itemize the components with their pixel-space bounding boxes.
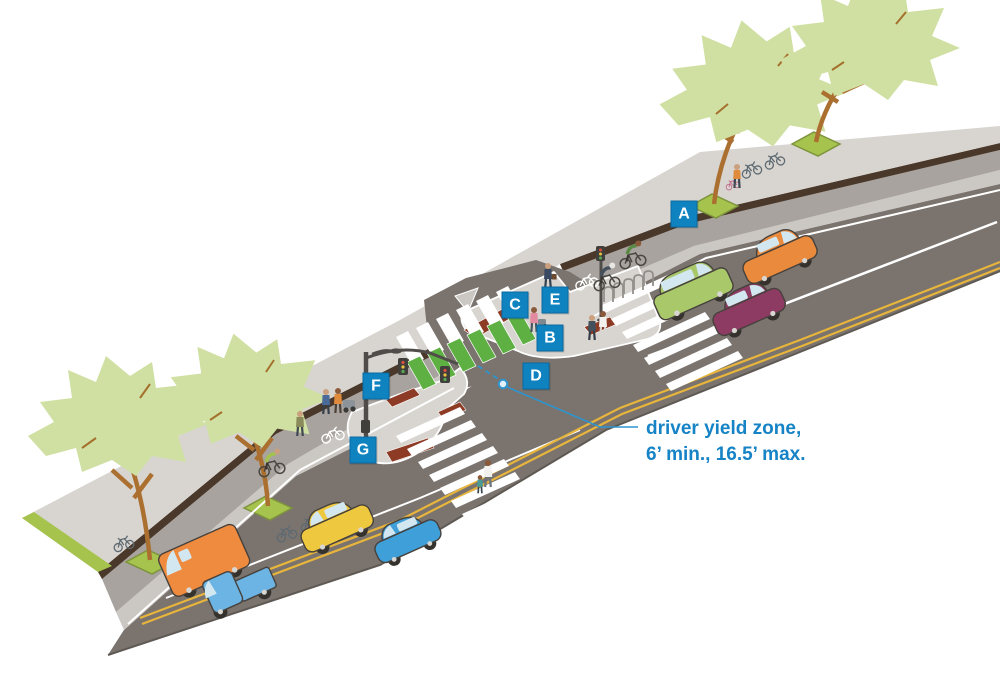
median-nose [454, 287, 479, 313]
callout-F: F [362, 372, 390, 400]
car-purple [712, 282, 786, 338]
road-near-edge [107, 270, 1000, 656]
tree-planters [124, 131, 842, 575]
tree [159, 333, 331, 507]
yield-zone-leader [477, 365, 638, 428]
pedestrian [296, 411, 304, 437]
pedestrians-with-cargo-bike [322, 388, 356, 415]
bike-lane-right [563, 150, 1000, 297]
cyclist [258, 448, 286, 478]
grass-edge [22, 512, 112, 572]
car-blue [374, 516, 442, 566]
cyclist [619, 240, 647, 270]
crosswalk-right [600, 273, 743, 391]
callout-C: C [501, 291, 529, 319]
cyclist [593, 262, 621, 292]
tree [780, 0, 960, 143]
callout-A: A [670, 200, 698, 228]
divider-strip-right [560, 143, 1000, 271]
bike-lane-symbol [321, 426, 345, 444]
van-orange [157, 523, 251, 598]
callout-D: D [522, 362, 550, 390]
pedestrian [544, 263, 557, 289]
callout-B: B [536, 324, 564, 352]
sidewalk [22, 126, 1000, 572]
suv-green [653, 261, 734, 321]
annotation-line1: driver yield zone, [646, 418, 802, 439]
curb-buffer-right [576, 170, 1000, 313]
tree [28, 356, 208, 561]
car-orange [742, 229, 818, 286]
yield-dot [497, 378, 509, 390]
pickup-blue [202, 566, 277, 619]
double-yellow-line [139, 260, 1000, 626]
annotation-line2: 6’ min., 16.5’ max. [646, 444, 806, 465]
callout-G: G [349, 436, 377, 464]
child-pedestrian [477, 475, 483, 494]
car-yellow [300, 501, 375, 554]
pedestrian [588, 315, 596, 341]
crosswalk-bottom [396, 407, 531, 521]
pedestrian [483, 459, 493, 488]
callout-E: E [541, 286, 569, 314]
yield-zone-annotation: driver yield zone, 6’ min., 16.5’ max. [646, 416, 806, 468]
pedestrian [599, 311, 607, 337]
pedestrian [733, 164, 741, 189]
